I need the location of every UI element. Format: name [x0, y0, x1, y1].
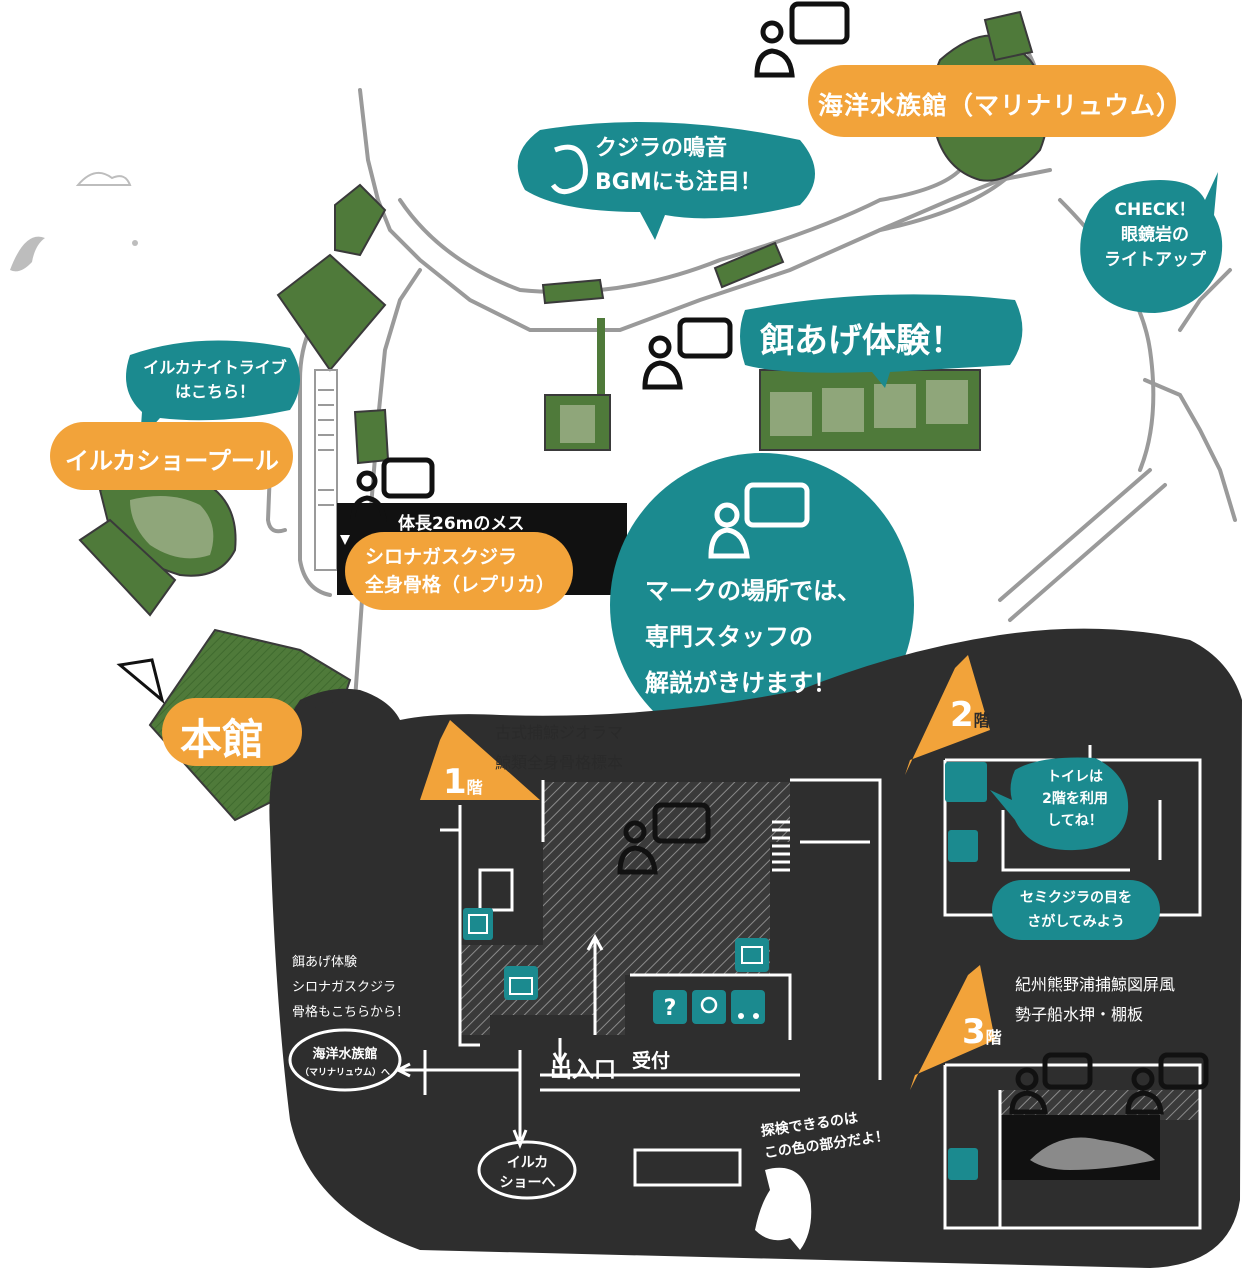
main-building-callout — [116, 658, 302, 766]
locker-icon — [735, 938, 769, 972]
floor1-number: 1階 — [443, 762, 483, 802]
reception-label: 受付 — [632, 1050, 671, 1072]
toilet-note: トイレは 2階を利用 してね！ — [1042, 769, 1108, 829]
floor1-exhibits: 古式捕鯨ジオラマ 鯨類全身骨格標本 — [495, 723, 624, 772]
svg-text:?: ? — [664, 996, 677, 1021]
floor1-plan: ? — [288, 720, 882, 1200]
elevator-icon — [463, 908, 493, 940]
toilet-icon — [945, 762, 987, 802]
elevator-icon — [948, 1148, 978, 1180]
check-callout: CHECK！ 眼鏡岩の ライトアップ — [1104, 200, 1206, 270]
marine-aquarium-label[interactable]: 海洋水族館（マリナリュウム） — [818, 91, 1183, 120]
main-building-label[interactable]: 本館 — [180, 715, 265, 764]
floor1-side-note: 餌あげ体験 シロナガスクジラ 骨格もこちらから！ — [292, 955, 410, 1020]
gift-shop-icon — [504, 966, 538, 1000]
whale-eye-note: セミクジラの目を さがしてみよう — [1020, 890, 1132, 930]
dolphin-pool-label[interactable]: イルカショープール — [65, 447, 279, 475]
to-aquarium-link[interactable]: 海洋水族館 （マリナリュウム）へ — [300, 1047, 391, 1078]
elevator-icon — [948, 830, 978, 862]
floor-plan-tail — [300, 697, 356, 755]
feeding-label[interactable]: 餌あげ体験！ — [760, 321, 964, 361]
whale-sound-callout: クジラの鳴音 BGMにも注目！ — [595, 136, 762, 195]
staff-icon — [350, 1, 1209, 1115]
dolphin-night-callout: イルカナイトライブ はこちら！ — [143, 358, 287, 401]
stroller-icon — [731, 990, 765, 1024]
coast-decor — [10, 171, 138, 272]
floor2-plan — [905, 655, 1202, 940]
blue-whale-size: 体長26mのメス — [398, 514, 525, 534]
ear-icon — [550, 144, 588, 195]
skeleton-walkway — [314, 369, 338, 571]
staff-icon — [708, 482, 810, 559]
blue-whale-label[interactable]: シロナガスクジラ 全身骨格（レプリカ） — [365, 546, 556, 596]
info-icon — [653, 990, 687, 1024]
floor3-exhibits: 紀州熊野浦捕鯨図屏風 勢子船水押・棚板 — [1015, 975, 1176, 1024]
staff-note: マークの場所では、 専門スタッフの 解説がきけます！ — [645, 577, 861, 697]
floor2-number: 2階 — [950, 695, 990, 735]
to-show-link[interactable]: イルカ ショーへ — [499, 1155, 556, 1191]
wheelchair-icon — [692, 990, 726, 1024]
dolphin-icon — [755, 1167, 812, 1250]
floor3-number: 3階 — [962, 1012, 1002, 1052]
entrance-label: 出入口 — [550, 1058, 617, 1083]
